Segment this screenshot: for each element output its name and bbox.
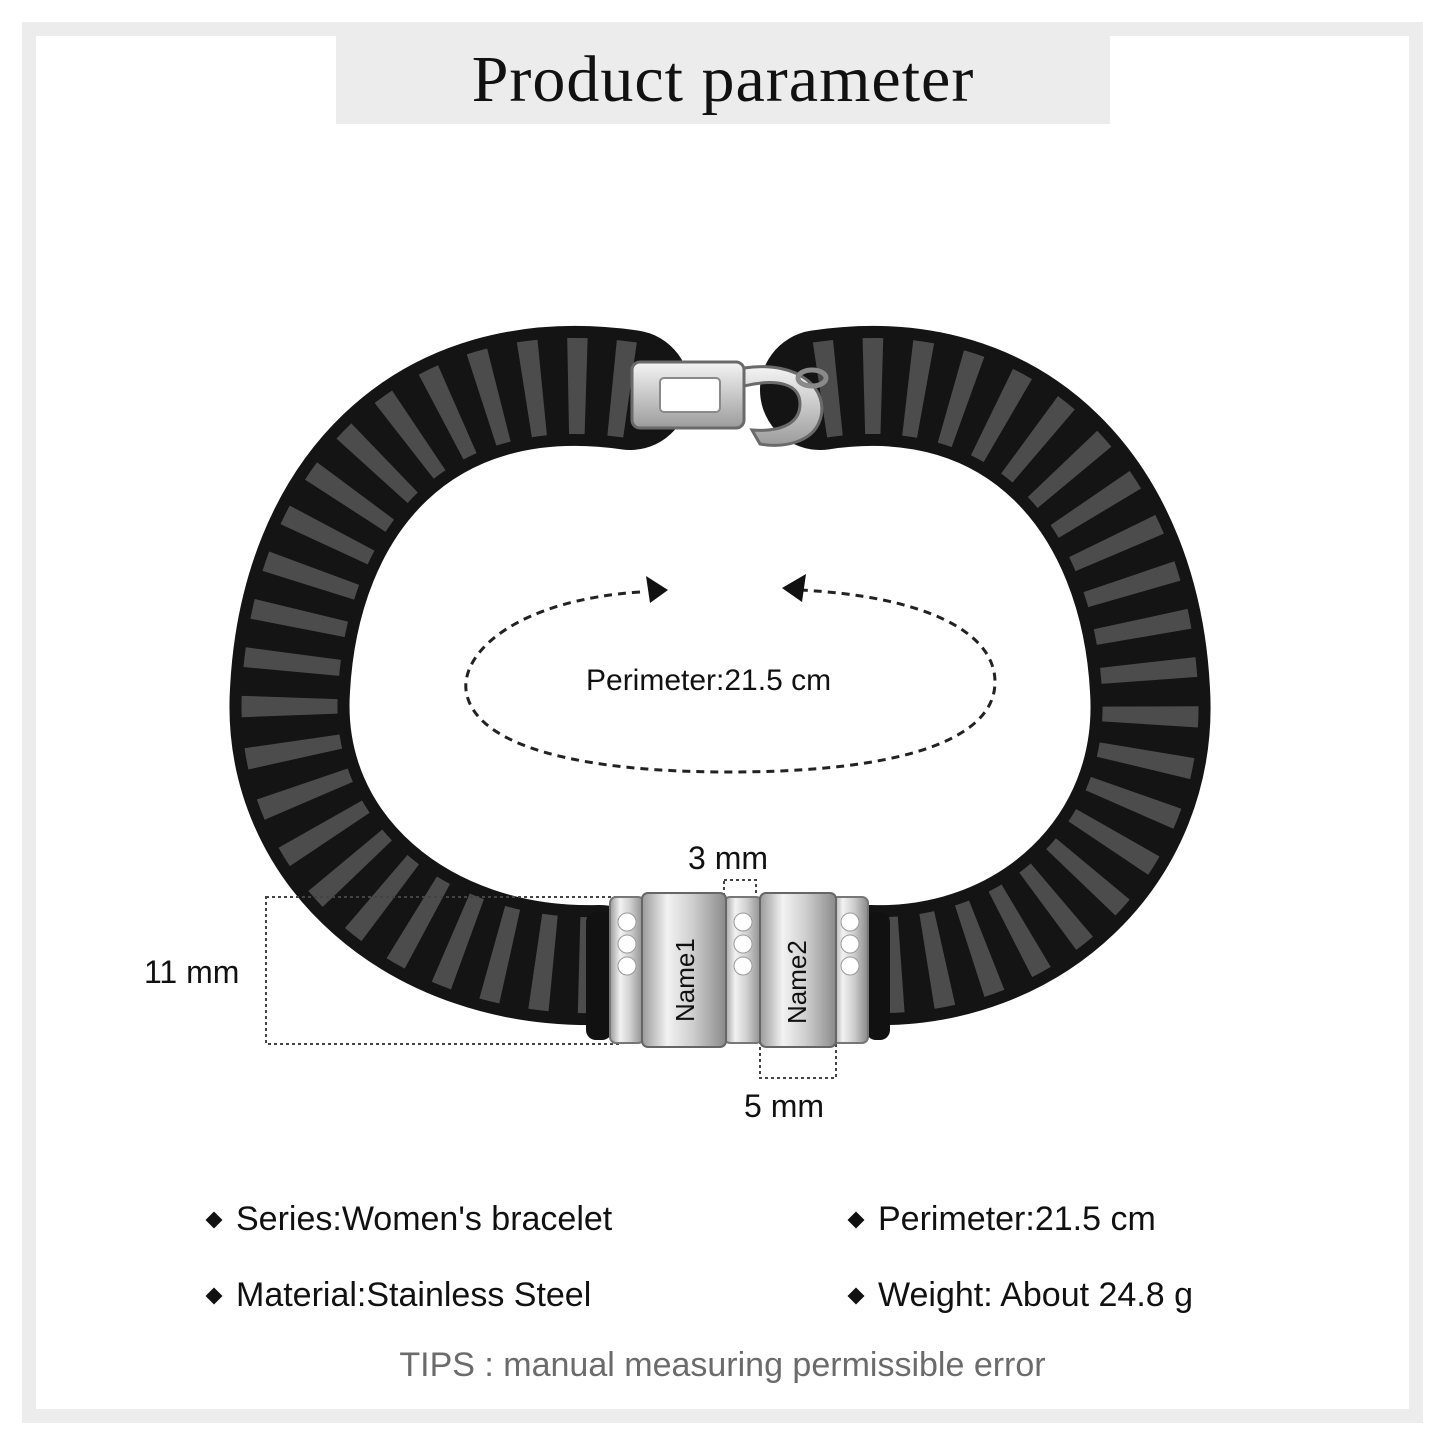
page-title: Product parameter	[471, 43, 975, 116]
spec-series-text: Series:Women's bracelet	[236, 1200, 613, 1238]
stopper-left	[586, 912, 612, 1040]
bead-1-engraving: Name1	[670, 938, 700, 1022]
spec-weight-text: Weight: About 24.8 g	[878, 1276, 1194, 1314]
crystal-spacer-middle	[723, 896, 763, 1044]
name-bead-1: Name1	[641, 892, 727, 1048]
arrow-right-icon	[646, 576, 668, 603]
spec-weight: Weight: About 24.8 g	[847, 1276, 1194, 1315]
bracelet-chain	[229, 326, 1211, 1026]
diamond-bullet-icon	[847, 1287, 865, 1304]
bead-width-measure-label: 5 mm	[744, 1088, 824, 1124]
stopper-right	[866, 912, 890, 1040]
height-measure-label: 11 mm	[144, 954, 240, 990]
spec-perimeter: Perimeter:21.5 cm	[847, 1200, 1156, 1239]
perimeter-measure-label: Perimeter:21.5 cm	[586, 664, 832, 697]
page-frame	[22, 22, 1423, 1423]
bead-2-engraving: Name2	[782, 940, 812, 1024]
diamond-bullet-icon	[847, 1211, 865, 1228]
arrow-left-icon	[782, 574, 806, 602]
lobster-clasp	[630, 360, 829, 447]
diamond-bullet-icon	[205, 1211, 223, 1228]
title-banner: Product parameter	[336, 36, 1110, 124]
spec-material-text: Material:Stainless Steel	[236, 1276, 592, 1314]
perimeter-indicator	[464, 574, 997, 774]
diamond-bullet-icon	[205, 1287, 223, 1304]
tips-note: TIPS : manual measuring permissible erro…	[399, 1346, 1046, 1384]
spec-perimeter-text: Perimeter:21.5 cm	[878, 1200, 1156, 1238]
crystal-spacer-left	[609, 896, 645, 1044]
crystal-spacer-right	[831, 896, 869, 1044]
spec-material: Material:Stainless Steel	[205, 1276, 592, 1315]
height-dimension-box	[265, 896, 619, 1045]
spec-series: Series:Women's bracelet	[205, 1200, 613, 1239]
gap-measure-label: 3 mm	[688, 840, 768, 876]
name-bead-2: Name2	[759, 892, 837, 1048]
